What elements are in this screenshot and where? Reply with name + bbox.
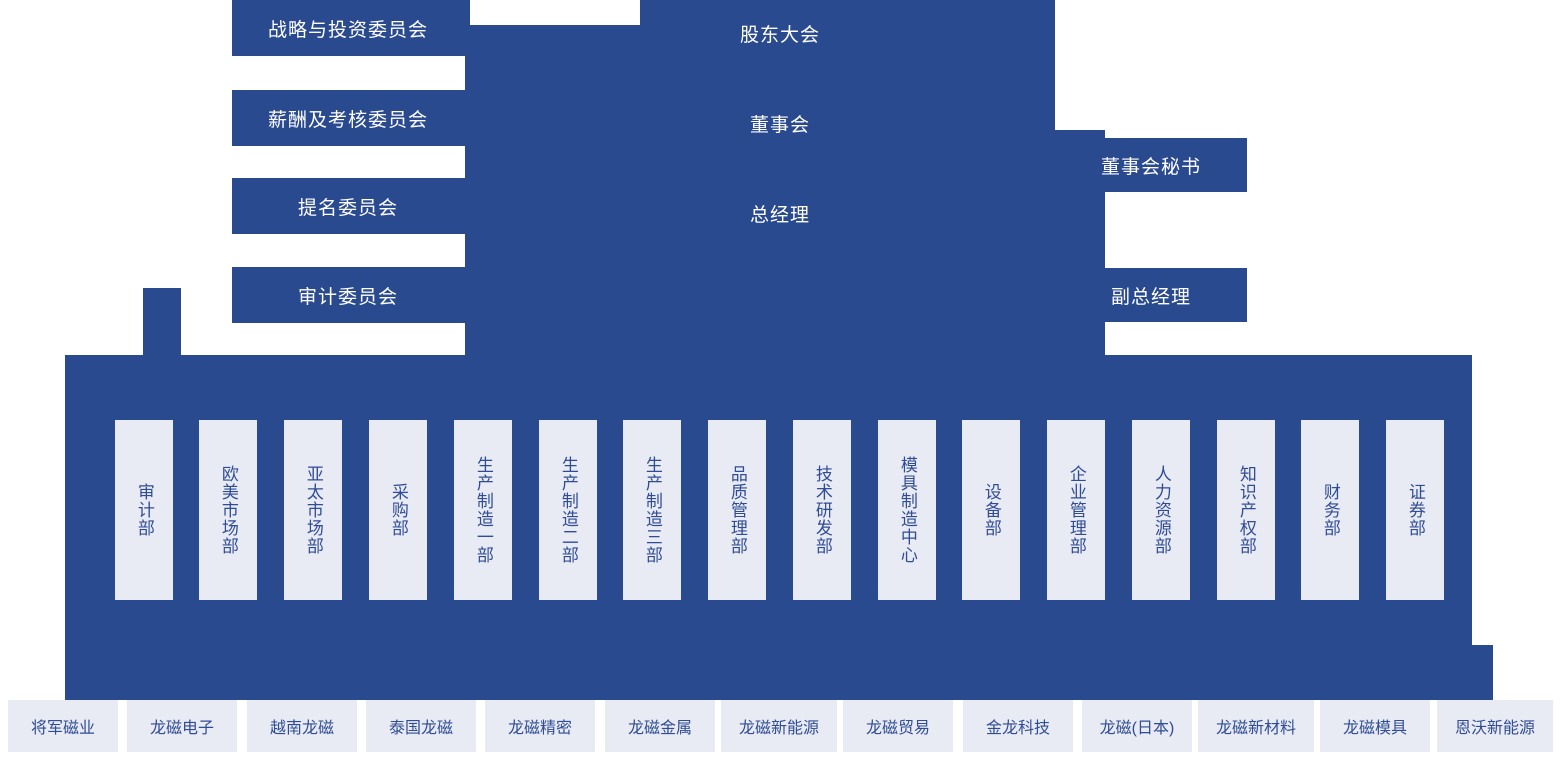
- department-box-manufacturing-2[interactable]: 生产制造二部: [539, 420, 597, 600]
- subsidiary-box-jiangjun-magnetic[interactable]: 将军磁业: [8, 700, 118, 752]
- department-box-manufacturing-1[interactable]: 生产制造一部: [454, 420, 512, 600]
- dept-stub: [990, 412, 992, 426]
- department-box-audit[interactable]: 审计部: [115, 420, 173, 600]
- committee-box-audit[interactable]: 审计委员会: [232, 267, 464, 323]
- subsidiary-label: 泰国龙磁: [388, 720, 453, 737]
- dept-stub: [906, 412, 908, 426]
- subsidiary-box-longci-japan[interactable]: 龙磁(日本): [1082, 700, 1192, 752]
- department-label: 模具制造中心: [897, 456, 917, 564]
- department-box-procurement[interactable]: 采购部: [369, 420, 427, 600]
- committee-box-remuneration-assessment[interactable]: 薪酬及考核委员会: [232, 90, 464, 146]
- core-board-of-directors: 董事会: [749, 115, 810, 136]
- committee-box-strategy-investment[interactable]: 战略与投资委员会: [232, 0, 464, 56]
- dept-stub: [736, 412, 738, 426]
- department-band-upper-right: [1055, 372, 1472, 402]
- department-box-technology-rd[interactable]: 技术研发部: [793, 420, 851, 600]
- committee-label: 薪酬及考核委员会: [267, 109, 428, 131]
- subsidiary-box-longci-new-energy[interactable]: 龙磁新能源: [721, 700, 837, 752]
- committee-label: 战略与投资委员会: [267, 19, 428, 41]
- dept-stub: [1160, 412, 1162, 426]
- department-box-securities[interactable]: 证券部: [1386, 420, 1444, 600]
- subsidiary-label: 恩沃新能源: [1454, 720, 1535, 737]
- subsidiary-box-enwo-new-energy[interactable]: 恩沃新能源: [1437, 700, 1553, 752]
- subsidiary-tail-line: [1490, 645, 1493, 703]
- core-shareholders-meeting: 股东大会: [739, 25, 820, 46]
- subsidiary-box-longci-metal[interactable]: 龙磁金属: [605, 700, 715, 752]
- core-general-manager: 总经理: [749, 205, 810, 226]
- department-label: 品质管理部: [727, 465, 747, 555]
- department-label: 生产制造二部: [558, 456, 578, 564]
- subsidiary-box-longci-precision[interactable]: 龙磁精密: [485, 700, 595, 752]
- subsidiary-label: 龙磁模具: [1342, 720, 1407, 737]
- department-box-manufacturing-3[interactable]: 生产制造三部: [623, 420, 681, 600]
- dept-stub: [1075, 412, 1077, 426]
- department-label: 生产制造三部: [642, 456, 662, 564]
- department-box-enterprise-management[interactable]: 企业管理部: [1047, 420, 1105, 600]
- department-label: 人力资源部: [1151, 465, 1171, 555]
- dept-stub: [227, 412, 229, 426]
- subsidiary-label: 龙磁电子: [149, 720, 214, 737]
- subsidiary-box-thailand-longci[interactable]: 泰国龙磁: [366, 700, 476, 752]
- department-label: 证券部: [1405, 483, 1425, 537]
- dept-stub: [1414, 412, 1416, 426]
- department-label: 欧美市场部: [218, 465, 238, 555]
- department-box-equipment[interactable]: 设备部: [962, 420, 1020, 600]
- dept-stub: [651, 412, 653, 426]
- department-box-mold-manufacturing-center[interactable]: 模具制造中心: [878, 420, 936, 600]
- dept-stub: [482, 412, 484, 426]
- department-label: 采购部: [388, 483, 408, 537]
- subsidiary-box-longci-new-materials[interactable]: 龙磁新材料: [1198, 700, 1314, 752]
- dept-stub: [1329, 412, 1331, 426]
- subsidiary-box-longci-trading[interactable]: 龙磁贸易: [843, 700, 953, 752]
- department-box-human-resources[interactable]: 人力资源部: [1132, 420, 1190, 600]
- department-label: 审计部: [134, 483, 154, 537]
- subsidiary-box-jinlong-technology[interactable]: 金龙科技: [963, 700, 1073, 752]
- officer-box-board-secretary[interactable]: 董事会秘书: [1055, 138, 1247, 192]
- department-box-finance[interactable]: 财务部: [1301, 420, 1359, 600]
- department-box-intellectual-property[interactable]: 知识产权部: [1217, 420, 1275, 600]
- committee-label: 审计委员会: [297, 286, 398, 308]
- department-label: 知识产权部: [1236, 465, 1256, 555]
- dept-stub: [821, 412, 823, 426]
- dept-stub: [397, 412, 399, 426]
- subsidiary-label: 龙磁金属: [627, 720, 692, 737]
- subsidiary-box-longci-mold[interactable]: 龙磁模具: [1320, 700, 1430, 752]
- subsidiary-label: 龙磁贸易: [865, 720, 930, 737]
- dept-stub: [567, 412, 569, 426]
- department-label: 企业管理部: [1066, 465, 1086, 555]
- subsidiary-label: 龙磁新能源: [738, 720, 819, 737]
- department-label: 技术研发部: [812, 465, 832, 555]
- department-box-quality-management[interactable]: 品质管理部: [708, 420, 766, 600]
- department-box-asia-pacific-market[interactable]: 亚太市场部: [284, 420, 342, 600]
- subsidiary-label: 将军磁业: [30, 720, 95, 737]
- department-label: 财务部: [1320, 483, 1340, 537]
- subsidiary-box-longci-electronics[interactable]: 龙磁电子: [127, 700, 237, 752]
- officer-box-deputy-general-manager[interactable]: 副总经理: [1055, 268, 1247, 322]
- subsidiary-label: 越南龙磁: [269, 720, 334, 737]
- committee-box-nomination[interactable]: 提名委员会: [232, 178, 464, 234]
- dept-stub: [143, 412, 145, 426]
- dept-stub: [312, 412, 314, 426]
- subsidiary-box-vietnam-longci[interactable]: 越南龙磁: [247, 700, 357, 752]
- subsidiary-label: 龙磁(日本): [1099, 720, 1175, 737]
- subsidiary-label: 金龙科技: [985, 720, 1050, 737]
- officer-label: 副总经理: [1110, 286, 1191, 308]
- dept-stub: [1245, 412, 1247, 426]
- committee-label: 提名委员会: [297, 197, 398, 219]
- department-box-europe-america-market[interactable]: 欧美市场部: [199, 420, 257, 600]
- officer-label: 董事会秘书: [1100, 156, 1201, 178]
- department-label: 设备部: [981, 483, 1001, 537]
- department-label: 亚太市场部: [303, 465, 323, 555]
- subsidiary-band-extension: [1440, 645, 1492, 703]
- department-label: 生产制造一部: [473, 456, 493, 564]
- subsidiary-label: 龙磁精密: [507, 720, 572, 737]
- subsidiary-label: 龙磁新材料: [1215, 720, 1296, 737]
